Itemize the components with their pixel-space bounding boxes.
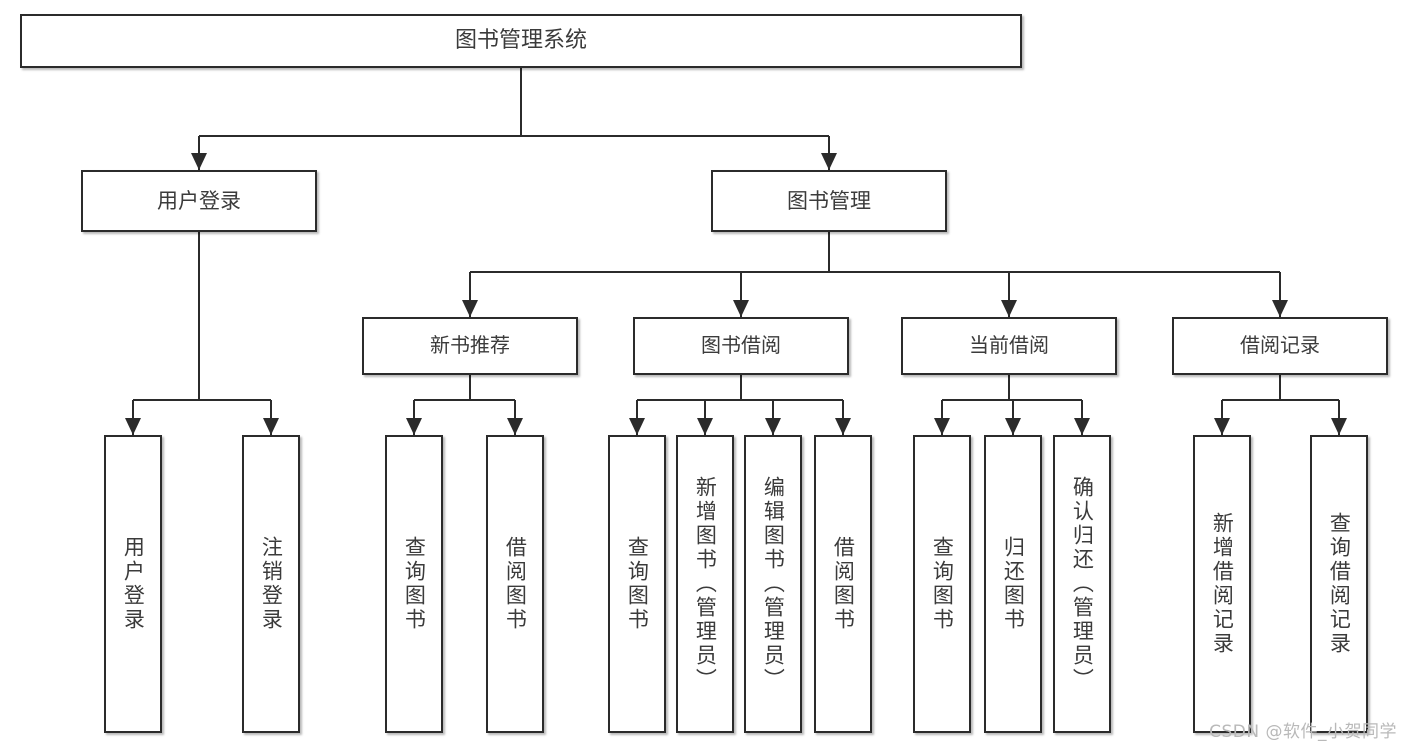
node-label-new-book-recommend: 新书推荐 bbox=[430, 333, 510, 358]
node-leaf-logout[interactable]: 注销登录 bbox=[242, 435, 300, 733]
arrowhead-user-login bbox=[191, 153, 207, 170]
node-leaf-borrow-book-2[interactable]: 借阅图书 bbox=[814, 435, 872, 733]
arrowhead-leaf-query-book-2 bbox=[629, 418, 645, 435]
node-label-book-borrow: 图书借阅 bbox=[701, 333, 781, 358]
arrowhead-leaf-add-record bbox=[1214, 418, 1230, 435]
node-label-root: 图书管理系统 bbox=[454, 28, 587, 54]
node-book-borrow[interactable]: 图书借阅 bbox=[633, 317, 849, 375]
node-leaf-query-book-3[interactable]: 查询图书 bbox=[913, 435, 971, 733]
node-label-leaf-return-book: 归还图书 bbox=[1001, 536, 1026, 632]
node-leaf-confirm-return[interactable]: 确认归还（管理员） bbox=[1053, 435, 1111, 733]
arrowhead-leaf-query-book-1 bbox=[406, 418, 422, 435]
arrowhead-book-borrow bbox=[733, 300, 749, 317]
node-label-leaf-user-login: 用户登录 bbox=[121, 536, 146, 632]
node-leaf-query-book-1[interactable]: 查询图书 bbox=[385, 435, 443, 733]
node-label-leaf-add-book: 新增图书（管理员） bbox=[693, 476, 718, 692]
arrowhead-leaf-user-login bbox=[125, 418, 141, 435]
node-user-login[interactable]: 用户登录 bbox=[81, 170, 317, 232]
arrowhead-leaf-borrow-book-2 bbox=[835, 418, 851, 435]
arrowhead-leaf-query-record bbox=[1331, 418, 1347, 435]
node-leaf-edit-book[interactable]: 编辑图书（管理员） bbox=[744, 435, 802, 733]
node-current-borrow[interactable]: 当前借阅 bbox=[901, 317, 1117, 375]
node-label-current-borrow: 当前借阅 bbox=[969, 333, 1049, 358]
node-leaf-user-login[interactable]: 用户登录 bbox=[104, 435, 162, 733]
node-label-leaf-borrow-book-2: 借阅图书 bbox=[831, 536, 856, 632]
node-label-leaf-add-record: 新增借阅记录 bbox=[1210, 512, 1235, 656]
node-borrow-record[interactable]: 借阅记录 bbox=[1172, 317, 1388, 375]
node-leaf-add-record[interactable]: 新增借阅记录 bbox=[1193, 435, 1251, 733]
node-label-leaf-query-record: 查询借阅记录 bbox=[1327, 512, 1352, 656]
arrowhead-leaf-edit-book bbox=[765, 418, 781, 435]
node-label-leaf-query-book-1: 查询图书 bbox=[402, 536, 427, 632]
arrowhead-leaf-query-book-3 bbox=[934, 418, 950, 435]
node-label-leaf-query-book-2: 查询图书 bbox=[625, 536, 650, 632]
arrowhead-leaf-return-book bbox=[1005, 418, 1021, 435]
node-leaf-query-book-2[interactable]: 查询图书 bbox=[608, 435, 666, 733]
node-new-book-recommend[interactable]: 新书推荐 bbox=[362, 317, 578, 375]
arrowhead-current-borrow bbox=[1001, 300, 1017, 317]
node-book-manage[interactable]: 图书管理 bbox=[711, 170, 947, 232]
arrowhead-book-manage bbox=[821, 153, 837, 170]
node-leaf-borrow-book-1[interactable]: 借阅图书 bbox=[486, 435, 544, 733]
node-leaf-add-book[interactable]: 新增图书（管理员） bbox=[676, 435, 734, 733]
arrowhead-leaf-add-book bbox=[697, 418, 713, 435]
node-label-leaf-confirm-return: 确认归还（管理员） bbox=[1070, 476, 1095, 692]
node-label-book-manage: 图书管理 bbox=[787, 188, 871, 213]
node-label-leaf-borrow-book-1: 借阅图书 bbox=[503, 536, 528, 632]
node-leaf-return-book[interactable]: 归还图书 bbox=[984, 435, 1042, 733]
node-leaf-query-record[interactable]: 查询借阅记录 bbox=[1310, 435, 1368, 733]
node-label-leaf-edit-book: 编辑图书（管理员） bbox=[761, 476, 786, 692]
watermark-text: CSDN @软件_小贺同学 bbox=[1209, 722, 1397, 742]
arrowhead-borrow-record bbox=[1272, 300, 1288, 317]
node-label-user-login: 用户登录 bbox=[157, 188, 241, 213]
arrowhead-leaf-borrow-book-1 bbox=[507, 418, 523, 435]
node-label-leaf-query-book-3: 查询图书 bbox=[930, 536, 955, 632]
node-root[interactable]: 图书管理系统 bbox=[20, 14, 1022, 68]
node-label-leaf-logout: 注销登录 bbox=[259, 536, 284, 632]
arrowhead-new-book-recommend bbox=[462, 300, 478, 317]
arrowhead-leaf-confirm-return bbox=[1074, 418, 1090, 435]
node-label-borrow-record: 借阅记录 bbox=[1240, 333, 1320, 358]
arrowhead-leaf-logout bbox=[263, 418, 279, 435]
